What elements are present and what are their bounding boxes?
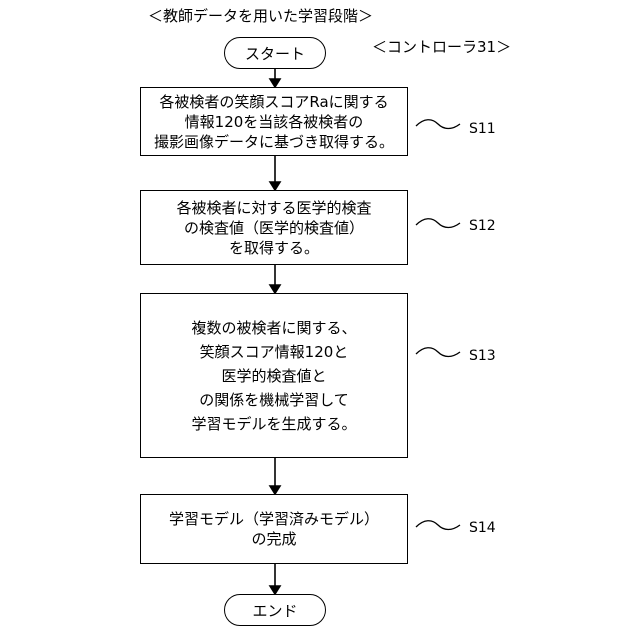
step-label-s14: S14	[469, 520, 496, 536]
start-label: スタート	[245, 43, 305, 64]
s13-line: 学習モデルを生成する。	[191, 412, 356, 436]
step-label-s11: S11	[469, 121, 496, 137]
s13-line: の関係を機械学習して	[199, 388, 349, 412]
process-box-s12: 各被検者に対する医学的検査 の検査値（医学的検査値） を取得する。	[140, 190, 408, 265]
step-label-s12: S12	[469, 218, 496, 234]
s14-line: の完成	[251, 529, 296, 549]
leader-s12	[416, 219, 460, 228]
start-terminal: スタート	[224, 37, 326, 69]
arrowhead-s13	[270, 285, 280, 293]
leader-s11	[416, 120, 460, 129]
diagram-title: ＜教師データを用いた学習段階＞	[148, 7, 373, 26]
s12-line: を取得する。	[229, 238, 319, 258]
s11-line: 撮影画像データに基づき取得する。	[154, 132, 394, 152]
leader-s13	[416, 348, 460, 357]
s13-line: 複数の被検者に関する、	[191, 316, 356, 340]
arrowhead-s12	[270, 182, 280, 190]
end-terminal: エンド	[224, 594, 326, 626]
controller-label: ＜コントローラ31＞	[372, 38, 511, 57]
arrowhead-s11	[270, 79, 280, 87]
process-box-s14: 学習モデル（学習済みモデル） の完成	[140, 494, 408, 564]
s12-line: 各被検者に対する医学的検査	[176, 198, 371, 218]
s14-line: 学習モデル（学習済みモデル）	[169, 509, 379, 529]
s12-line: の検査値（医学的検査値）	[184, 218, 364, 238]
s13-line: 笑顔スコア情報120と	[200, 340, 349, 364]
s11-line: 各被検者の笑顔スコアRaに関する	[159, 92, 388, 112]
leader-s14	[416, 521, 460, 530]
s11-line: 情報120を当該各被検者の	[185, 112, 364, 132]
process-box-s13: 複数の被検者に関する、 笑顔スコア情報120と 医学的検査値と の関係を機械学習…	[140, 293, 408, 458]
arrowhead-end	[270, 586, 280, 594]
step-label-s13: S13	[469, 348, 496, 364]
end-label: エンド	[252, 600, 297, 621]
s13-line: 医学的検査値と	[221, 364, 326, 388]
process-box-s11: 各被検者の笑顔スコアRaに関する 情報120を当該各被検者の 撮影画像データに基…	[140, 87, 408, 156]
arrowhead-s14	[270, 486, 280, 494]
